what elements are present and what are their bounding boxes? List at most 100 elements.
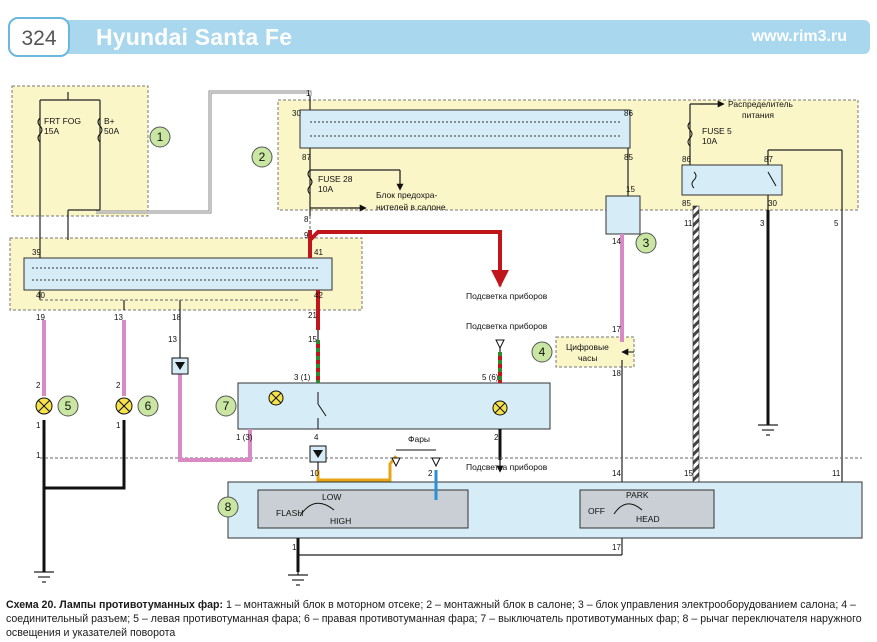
pin-label: 1 xyxy=(36,421,41,430)
pin-label: 14 xyxy=(612,469,621,478)
light-switch xyxy=(579,489,715,529)
pin-label: 87 xyxy=(302,153,311,162)
pin-label: 9 xyxy=(304,231,309,240)
fuse-28-amp: 10A xyxy=(318,184,333,194)
callout-5-label: 5 xyxy=(65,399,72,413)
engine-block-connector xyxy=(23,257,333,291)
pin-label: 30 xyxy=(768,199,777,208)
label-instrument-light-1: Подсветка приборов xyxy=(466,291,548,301)
pin-label: 40 xyxy=(36,291,45,300)
pin-label: 13 xyxy=(168,335,177,344)
label-clock-2: часы xyxy=(578,353,598,363)
label-power-dist-2: питания xyxy=(742,110,774,120)
pin-label: 1 (3) xyxy=(236,433,253,442)
caption-title: Схема 20. Лампы противотуманных фар: xyxy=(6,599,224,611)
backlight-lamp-icon xyxy=(492,400,508,416)
pin-label: 14 xyxy=(612,237,621,246)
red-wire xyxy=(308,230,502,330)
pin-label: 86 xyxy=(682,155,691,164)
right-fog-lamp-icon xyxy=(115,397,133,415)
fog-switch-contacts xyxy=(317,392,327,429)
label-low: LOW xyxy=(322,492,341,502)
pin-label: 86 xyxy=(624,109,633,118)
pin-label: 1 xyxy=(306,89,311,98)
ground-wires xyxy=(42,210,770,572)
label-instrument-light-2: Подсветка приборов xyxy=(466,321,548,331)
striped-wire xyxy=(316,340,502,383)
fuse-frt-fog-amp: 15A xyxy=(44,126,59,136)
fuse-icon xyxy=(37,117,693,195)
caption-text: 1 – монтажный блок в моторном отсеке; 2 … xyxy=(6,599,862,639)
fuse-28-name: FUSE 28 xyxy=(318,174,353,184)
pin-label: 2 xyxy=(494,433,499,442)
label-clock-1: Цифровые xyxy=(566,342,609,352)
pin-label: 1 xyxy=(36,451,41,460)
figure-caption: Схема 20. Лампы противотуманных фар: 1 –… xyxy=(6,598,872,640)
callout-4-label: 4 xyxy=(539,345,546,359)
fog-relay-box xyxy=(681,164,783,196)
callout-3-label: 3 xyxy=(643,236,650,250)
pin-label: 41 xyxy=(314,248,323,257)
pin-label: 2 xyxy=(428,469,433,478)
fuse-bplus-amp: 50A xyxy=(104,126,119,136)
bcm-box xyxy=(605,195,641,235)
site-link[interactable]: www.rim3.ru xyxy=(751,28,847,45)
beam-switch xyxy=(257,489,469,529)
pin-label: 15 xyxy=(626,185,635,194)
callout-7-label: 7 xyxy=(223,399,230,413)
fuse-5-amp: 10A xyxy=(702,136,717,146)
pin-label: 11 xyxy=(684,219,693,228)
callout-4 xyxy=(531,341,553,363)
label-cabin-fuse-2: нителей в салоне xyxy=(376,202,446,212)
callout-2-label: 2 xyxy=(259,150,266,164)
pin-label: 1 xyxy=(292,543,297,552)
indicator-lamp-icon xyxy=(268,390,284,406)
label-cabin-fuse-1: Блок предохра- xyxy=(376,190,438,200)
callout-2 xyxy=(251,146,273,168)
relay-coil-icon xyxy=(691,171,777,189)
orange-wire xyxy=(316,455,398,482)
pin-label: 18 xyxy=(172,313,181,322)
pin-label: 10 xyxy=(310,469,319,478)
label-high: HIGH xyxy=(330,516,351,526)
book-title: Hyundai Santa Fe xyxy=(96,24,293,50)
pin-label: 13 xyxy=(114,313,123,322)
callout-6-label: 6 xyxy=(145,399,152,413)
pin-label: 5 xyxy=(834,219,839,228)
label-off: OFF xyxy=(588,506,605,516)
pin-label: 17 xyxy=(612,325,621,334)
label-head: HEAD xyxy=(636,514,660,524)
pin-label: 5 (6) xyxy=(482,373,499,382)
pin-label: 2 xyxy=(36,381,41,390)
pin-label: 21 xyxy=(308,311,317,320)
label-power-dist-1: Распределитель xyxy=(728,99,794,109)
cabin-block-connector xyxy=(299,109,631,149)
hatched-wire xyxy=(692,205,700,483)
pin-label: 15 xyxy=(684,469,693,478)
pin-label: 85 xyxy=(624,153,633,162)
pin-label: 2 xyxy=(116,381,121,390)
pin-label: 39 xyxy=(32,248,41,257)
pin-label: 19 xyxy=(36,313,45,322)
pin-label: 17 xyxy=(612,543,621,552)
pin-label: 30 xyxy=(292,109,301,118)
header-bar xyxy=(8,20,870,54)
pin-label: 3 xyxy=(760,219,765,228)
pin-label: 1 xyxy=(116,421,121,430)
fuse-5-name: FUSE 5 xyxy=(702,126,732,136)
callout-3 xyxy=(635,232,657,254)
left-fog-lamp-icon xyxy=(35,397,53,415)
pin-label: 11 xyxy=(832,469,841,478)
callout-5 xyxy=(57,395,79,417)
pin-label: 4 xyxy=(314,433,319,442)
callout-8 xyxy=(217,496,239,518)
pink-wires xyxy=(42,234,624,462)
callout-1-label: 1 xyxy=(157,130,164,144)
callout-7 xyxy=(215,395,237,417)
callout-1 xyxy=(149,126,171,148)
fuse-frt-fog-name: FRT FOG xyxy=(44,116,81,126)
label-headlights: Фары xyxy=(408,434,430,444)
callout-6 xyxy=(137,395,159,417)
page-header: 324 Hyundai Santa Fe www.rim3.ru xyxy=(0,0,877,60)
pin-label: 18 xyxy=(612,369,621,378)
